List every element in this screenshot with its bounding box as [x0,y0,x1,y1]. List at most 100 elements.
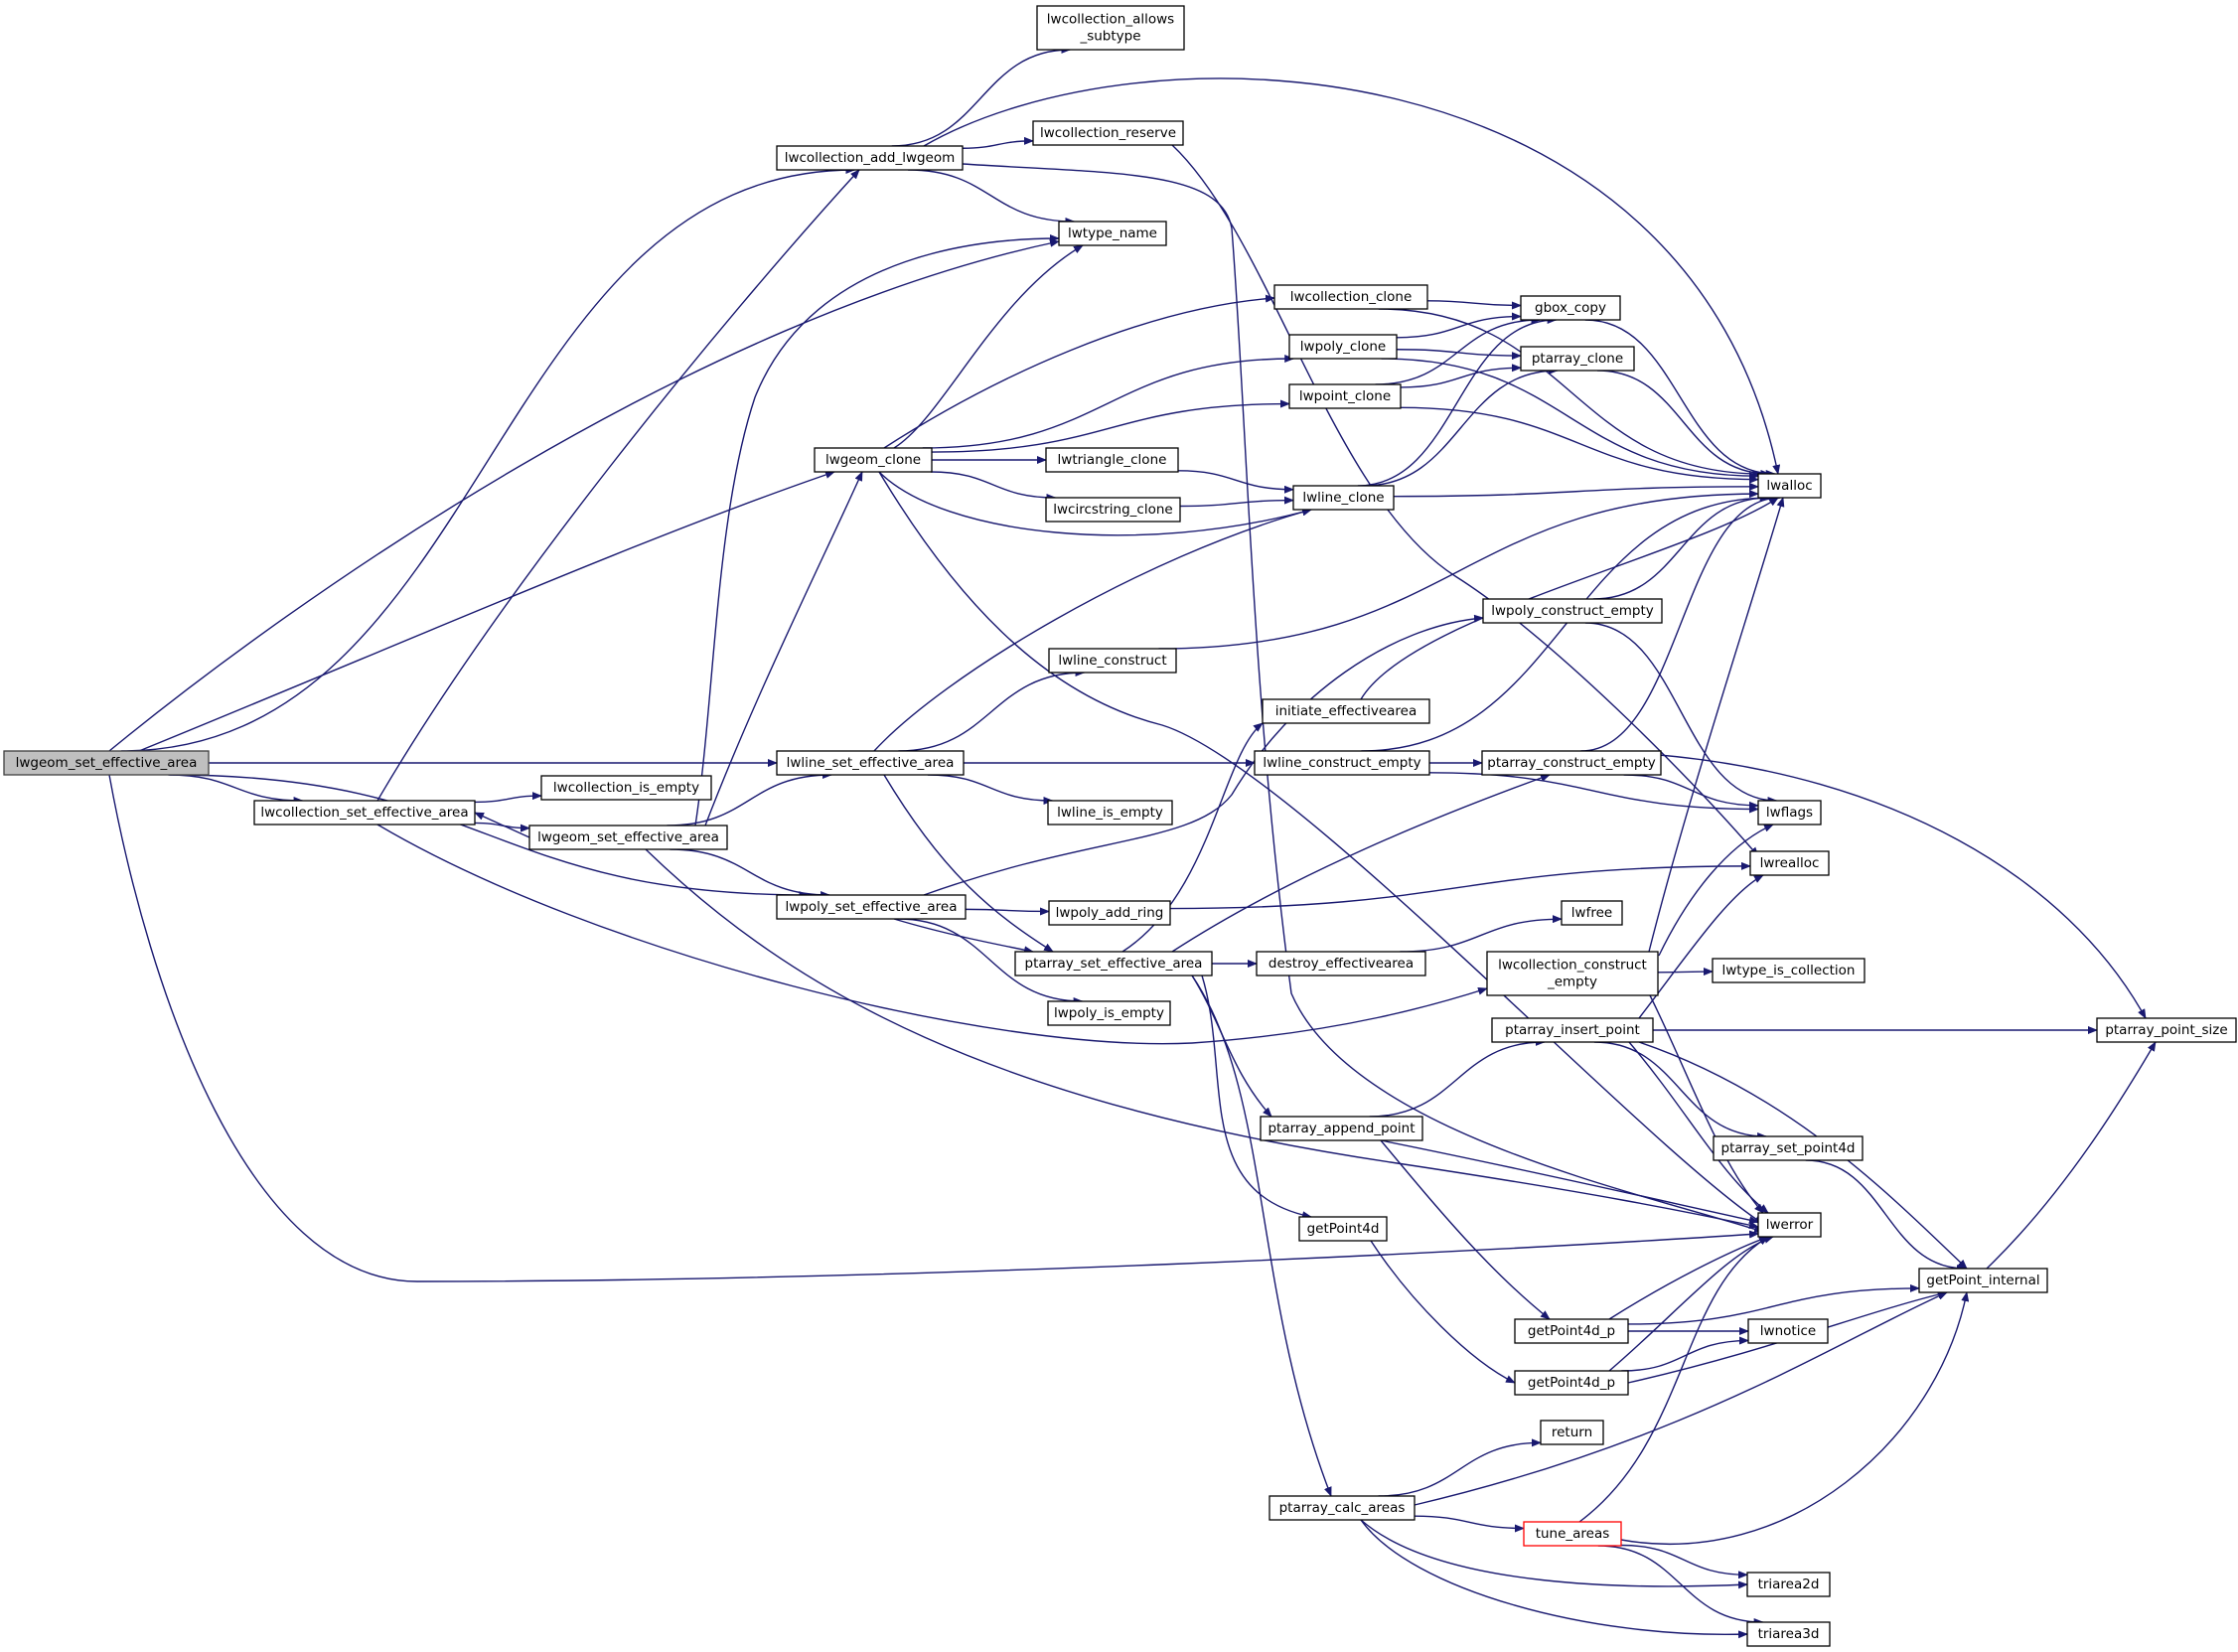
node-triarea2d[interactable]: triarea2d [1746,1572,1831,1597]
edge-pa-cons-empty-to-lwflags [1623,774,1759,810]
node-line-cons-empty[interactable]: lwline_construct_empty [1254,750,1430,776]
node-getPoint-internal[interactable]: getPoint_internal [1918,1268,2048,1293]
node-getPoint4d-p2[interactable]: getPoint4d_p [1514,1370,1629,1396]
node-coll-allows[interactable]: lwcollection_allows_subtype [1036,5,1185,51]
edge-tune-areas-to-triarea2d [1620,1544,1748,1579]
node-coll-clone[interactable]: lwcollection_clone [1273,284,1428,310]
node-box [1260,1116,1423,1141]
edge-poly-add-ring-to-lwrealloc [1169,861,1751,910]
node-lwerror[interactable]: lwerror [1757,1212,1822,1238]
node-coll-add[interactable]: lwcollection_add_lwgeom [776,145,964,171]
node-line-is-empty[interactable]: lwline_is_empty [1047,800,1173,826]
edge-lwgeom-clone-to-poly-clone [922,355,1295,449]
edge-poly-clone-to-gbox-copy [1396,312,1522,339]
node-return[interactable]: return [1540,1420,1604,1445]
node-label: lwtype_is_collection [1721,963,1855,978]
node-pa-append[interactable]: ptarray_append_point [1260,1116,1423,1141]
node-label: ptarray_construct_empty [1487,755,1655,771]
edge-pa-sea-to-pa-cons-empty [1171,774,1551,953]
node-label: ptarray_point_size [2105,1022,2227,1038]
node-circ-clone[interactable]: lwcircstring_clone [1045,497,1181,523]
node-label: ptarray_clone [1532,351,1623,367]
node-pa-point-size[interactable]: ptarray_point_size [2096,1017,2237,1043]
edge-point-clone-to-lwalloc [1400,406,1759,484]
node-root[interactable]: lwgeom_set_effective_area [3,750,210,776]
edge-line-cons-empty-to-lwflags [1428,772,1759,814]
edge-getPoint-internal-to-pa-point-size [1986,1041,2157,1270]
edge-pa-cons-empty-to-lwalloc [1580,494,1782,752]
node-box [1520,346,1635,372]
node-box [1523,1521,1622,1547]
node-geom-sea2[interactable]: lwgeom_set_effective_area [528,825,728,850]
node-label: lwgeom_clone [825,452,921,468]
node-ptarray-clone[interactable]: ptarray_clone [1520,346,1635,372]
edge-coll-add-to-lwtype-name [908,169,1076,225]
node-destroy-ea[interactable]: destroy_effectivearea [1256,951,1426,976]
node-pa-calc-areas[interactable]: ptarray_calc_areas [1268,1495,1416,1521]
node-box [1481,750,1662,776]
node-coll-sea[interactable]: lwcollection_set_effective_area [253,800,476,826]
node-poly-add-ring[interactable]: lwpoly_add_ring [1048,900,1171,926]
node-label: ptarray_calc_areas [1279,1500,1406,1516]
node-box [1486,951,1659,996]
node-tune-areas[interactable]: tune_areas [1523,1521,1622,1547]
node-pa-sea[interactable]: ptarray_set_effective_area [1014,951,1213,976]
node-label: lwpoly_add_ring [1056,905,1164,921]
node-box [1749,850,1830,876]
node-line-sea[interactable]: lwline_set_effective_area [776,750,965,776]
node-lwflags[interactable]: lwflags [1757,800,1822,826]
edge-pa-insert-to-lwrealloc [1638,874,1764,1019]
node-box [1045,447,1179,473]
node-pa-cons-empty[interactable]: ptarray_construct_empty [1481,750,1662,776]
node-label: lwline_set_effective_area [787,755,955,771]
node-box [1520,295,1621,321]
node-point-clone[interactable]: lwpoint_clone [1288,383,1402,409]
node-lwfree[interactable]: lwfree [1561,900,1623,926]
node-triangle-clone[interactable]: lwtriangle_clone [1045,447,1179,473]
node-label: lwcollection_add_lwgeom [785,150,956,166]
node-box [1918,1268,2048,1293]
node-gbox-copy[interactable]: gbox_copy [1520,295,1621,321]
node-lwrealloc[interactable]: lwrealloc [1749,850,1830,876]
node-box [1036,5,1185,51]
node-lwtype-name[interactable]: lwtype_name [1058,221,1167,246]
edge-pa-calc-areas-to-tune-areas [1414,1515,1525,1533]
node-type-is-coll[interactable]: lwtype_is_collection [1712,958,1865,983]
node-label: lwcollection_clone [1290,289,1413,305]
edge-line-sea-to-line-construct [898,669,1086,752]
node-lwgeom-clone[interactable]: lwgeom_clone [814,447,933,473]
node-line-clone[interactable]: lwline_clone [1292,485,1395,511]
edge-coll-clone-to-lwalloc [1378,308,1763,478]
node-lwnotice[interactable]: lwnotice [1747,1318,1829,1344]
node-label: ptarray_set_point4d [1721,1140,1856,1156]
edge-poly-clone-to-lwalloc [1381,358,1759,481]
node-poly-cons-empty[interactable]: lwpoly_construct_empty [1482,598,1663,624]
node-poly-is-empty[interactable]: lwpoly_is_empty [1047,1000,1171,1026]
node-line-construct[interactable]: lwline_construct [1048,648,1177,674]
node-pa-set-p4d[interactable]: ptarray_set_point4d [1713,1135,1864,1161]
edge-pa-insert-to-pa-set-p4d [1593,1041,1768,1140]
node-label: lwtype_name [1068,225,1157,241]
node-label: lwcollection_set_effective_area [260,805,468,821]
node-poly-clone[interactable]: lwpoly_clone [1288,334,1398,360]
node-coll-is-empty[interactable]: lwcollection_is_empty [540,775,712,801]
edge-root-to-lwerror [108,774,1759,1282]
node-getPoint4d[interactable]: getPoint4d [1298,1216,1388,1242]
node-poly-sea[interactable]: lwpoly_set_effective_area [776,894,967,920]
node-pa-insert[interactable]: ptarray_insert_point [1491,1017,1654,1043]
edge-poly-clone-to-ptarray-clone [1396,349,1522,361]
node-coll-cons-empty[interactable]: lwcollection_construct_empty [1486,951,1659,996]
edge-pa-sea-to-pa-append [1191,975,1272,1118]
node-init-ea[interactable]: initiate_effectivearea [1262,698,1430,724]
node-triarea3d[interactable]: triarea3d [1746,1621,1831,1647]
edge-tune-areas-to-lwerror [1578,1236,1769,1523]
edge-poly-cons-empty-to-lwalloc [1592,494,1770,600]
edge-coll-cons-empty-to-lwalloc [1648,497,1785,953]
node-box [1262,698,1430,724]
node-coll-reserve[interactable]: lwcollection_reserve [1032,120,1184,146]
node-lwalloc[interactable]: lwalloc [1757,473,1822,499]
edge-coll-clone-to-gbox-copy [1426,300,1522,310]
edge-coll-add-to-lwerror [962,163,1764,1234]
node-getPoint4d-p1[interactable]: getPoint4d_p [1514,1318,1629,1344]
node-box [1273,284,1428,310]
